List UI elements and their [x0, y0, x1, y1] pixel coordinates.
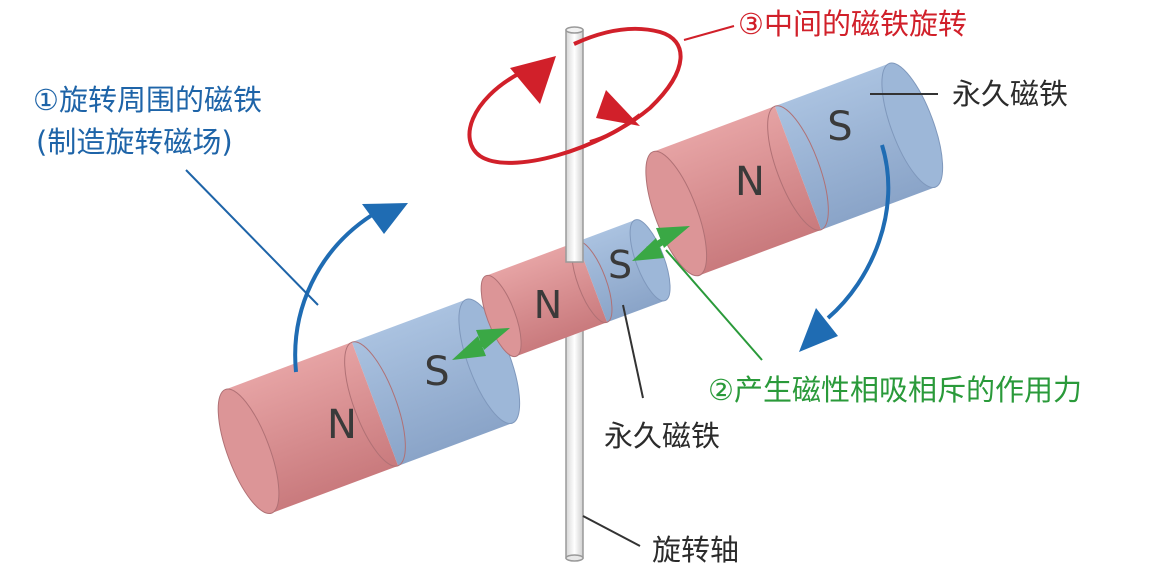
label-rotate-surrounding-line2: (制造旋转磁场) — [36, 125, 233, 159]
leader-attraction — [665, 249, 763, 361]
rotate-arrow-right — [799, 144, 891, 352]
rotation-shaft-bottom — [565, 554, 584, 562]
pole-right-outer-s: S — [827, 104, 852, 150]
pole-center-n: N — [534, 283, 562, 327]
label-permanent-magnet-right: 永久磁铁 — [952, 77, 1068, 111]
label-rotation-axis: 旋转轴 — [652, 533, 739, 567]
leader-permanent-center — [622, 304, 644, 399]
force-arrow-left — [452, 328, 510, 360]
right-magnet — [645, 62, 944, 277]
center-magnet — [480, 219, 671, 358]
left-magnet — [217, 298, 521, 515]
leader-rotate-surrounding — [185, 169, 319, 306]
pole-right-inner-n: N — [735, 159, 765, 205]
pole-left-inner-s: S — [424, 349, 449, 395]
label-permanent-magnet-center: 永久磁铁 — [604, 419, 720, 453]
pole-center-s: S — [608, 243, 632, 287]
leader-axis — [582, 515, 641, 547]
label-rotate-surrounding-line1: ①旋转周围的磁铁 — [33, 83, 262, 117]
force-arrow-right — [632, 226, 690, 261]
rotation-shaft-top — [565, 26, 584, 34]
rotate-arrow-left — [293, 203, 408, 373]
rotation-shaft-lower — [565, 329, 584, 559]
pole-left-outer-n: N — [327, 402, 357, 448]
rotate-arrow-center — [467, 26, 683, 165]
label-attraction-repulsion: ②产生磁性相吸相斥的作用力 — [708, 373, 1082, 407]
label-middle-rotate: ③中间的磁铁旋转 — [738, 7, 967, 41]
leader-middle-rotate — [683, 25, 735, 41]
